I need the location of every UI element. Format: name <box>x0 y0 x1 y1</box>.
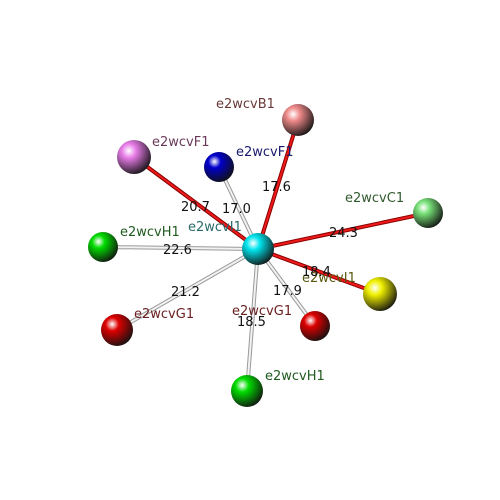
sphere-i1 <box>363 277 397 311</box>
node-label-i1: e2wcvI1 <box>302 271 356 286</box>
center-label: e2wcvI1 <box>188 220 242 235</box>
node-label-f1b: e2wcvF1 <box>236 145 294 160</box>
distance-label-g1a: 21.2 <box>171 285 200 300</box>
sphere-f1a <box>117 140 151 174</box>
distance-label-g1b: 17.9 <box>273 284 302 299</box>
sphere-h1a <box>88 232 118 262</box>
node-label-g1b: e2wcvG1 <box>232 304 292 319</box>
node-label-g1a: e2wcvG1 <box>134 307 194 322</box>
node-label-f1a: e2wcvF1 <box>152 135 210 150</box>
sphere-f1b <box>204 152 234 182</box>
node-label-c1: e2wcvC1 <box>345 191 404 206</box>
bond-highlight-b1 <box>257 119 299 250</box>
bond-highlight-f1a <box>133 156 259 250</box>
node-label-h1a: e2wcvH1 <box>120 225 180 240</box>
distance-label-i1: 18.4 <box>302 265 331 280</box>
distance-label-h1b: 18.5 <box>237 315 266 330</box>
bond-highlight-h1b <box>246 248 259 392</box>
bond-highlight-c1 <box>257 212 429 250</box>
sphere-b1 <box>282 104 314 136</box>
distance-label-f1a: 20.7 <box>181 200 210 215</box>
distance-label-h1a: 22.6 <box>163 243 192 258</box>
bond-highlight-h1a <box>102 246 259 250</box>
node-label-h1b: e2wcvH1 <box>265 369 325 384</box>
sphere-center <box>242 233 274 265</box>
sphere-c1 <box>413 198 443 228</box>
sphere-layer <box>88 104 443 407</box>
bond-highlight-g1a <box>116 248 259 331</box>
distance-label-b1: 17.6 <box>262 180 291 195</box>
sphere-g1b <box>300 311 330 341</box>
label-layer: e2wcvB1 e2wcvF1 e2wcvF1 e2wcvC1 e2wcvH1 e2wcv… <box>120 97 404 384</box>
distance-label-f1b: 17.0 <box>222 202 251 217</box>
node-label-b1: e2wcvB1 <box>216 97 275 112</box>
bond-highlight-i1 <box>257 248 381 295</box>
sphere-h1b <box>231 375 263 407</box>
sphere-g1a <box>101 314 133 346</box>
distance-label-c1: 24.3 <box>329 226 358 241</box>
